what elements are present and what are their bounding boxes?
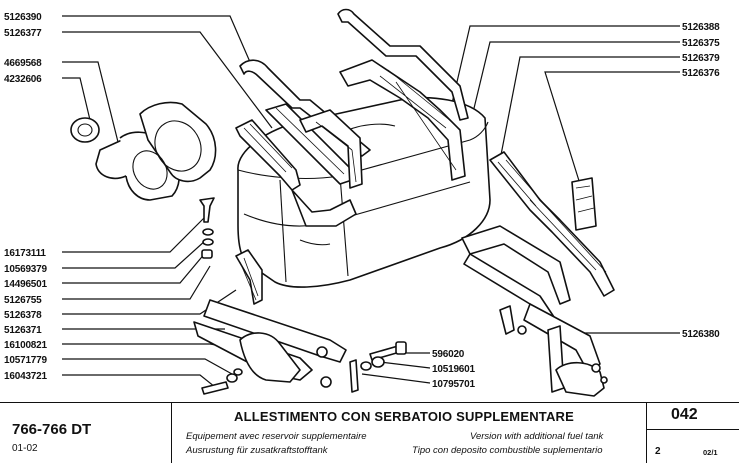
subtitle-de: Ausrustung für zusatkraftstofftank [186, 445, 328, 456]
part-label: 5126390 [4, 12, 42, 23]
part-label: 5126380 [682, 329, 720, 340]
part-label: 5126378 [4, 310, 42, 321]
model-date: 01-02 [12, 443, 38, 454]
part-label: 5126371 [4, 325, 42, 336]
part-label: 10571779 [4, 355, 48, 366]
part-label: 16043721 [4, 371, 48, 382]
subtitle-fr: Equipement avec reservoir supplementaire [186, 431, 367, 442]
tank-cradle [461, 225, 608, 397]
fasteners-left [199, 197, 215, 259]
bolt-set [349, 341, 407, 393]
part-label: 5126376 [682, 68, 720, 79]
part-label: 4232606 [4, 74, 42, 85]
page-title: ALLESTIMENTO CON SERBATOIO SUPPLEMENTARE [234, 409, 575, 424]
title-block: 766-766 DT 01-02 ALLESTIMENTO CON SERBAT… [0, 402, 739, 463]
exploded-parts-diagram: 5126390 5126377 4669568 4232606 16173111… [4, 8, 720, 397]
part-label: 5126377 [4, 28, 42, 39]
part-label: 14496501 [4, 279, 48, 290]
right-part-labels: 5126388 5126375 5126379 5126376 5126380 [682, 22, 720, 340]
page-number: 042 [671, 406, 698, 423]
part-label: 16173111 [4, 248, 46, 259]
sheet-number: 2 [655, 446, 661, 457]
divider [647, 429, 739, 430]
part-label: 4669568 [4, 58, 42, 69]
subtitle-en: Version with additional fuel tank [470, 431, 604, 442]
part-label: 16100821 [4, 340, 48, 351]
subtitle-es: Tipo con deposito combustible suplementa… [412, 445, 603, 456]
part-label: 596020 [432, 349, 465, 360]
left-part-labels: 5126390 5126377 4669568 4232606 16173111… [4, 12, 48, 382]
filler-neck-assembly [70, 101, 217, 201]
part-label: 10569379 [4, 264, 48, 275]
part-label: 5126388 [682, 22, 720, 33]
title-cell: ALLESTIMENTO CON SERBATOIO SUPPLEMENTARE… [172, 403, 647, 463]
support-bracket [193, 249, 347, 395]
bottom-part-labels: 596020 10519601 10795701 [432, 349, 476, 390]
tank-straps [235, 8, 469, 227]
part-label: 5126379 [682, 53, 720, 64]
rubber-strip [489, 151, 615, 297]
part-label: 5126375 [682, 38, 720, 49]
part-label: 5126755 [4, 295, 42, 306]
part-label: 10795701 [432, 379, 476, 390]
part-label: 10519601 [432, 364, 476, 375]
model-cell: 766-766 DT 01-02 [0, 403, 172, 463]
page-cell: 042 2 02/1 [647, 403, 739, 463]
edition-code: 02/1 [703, 448, 718, 457]
model-code: 766-766 DT [12, 421, 92, 438]
